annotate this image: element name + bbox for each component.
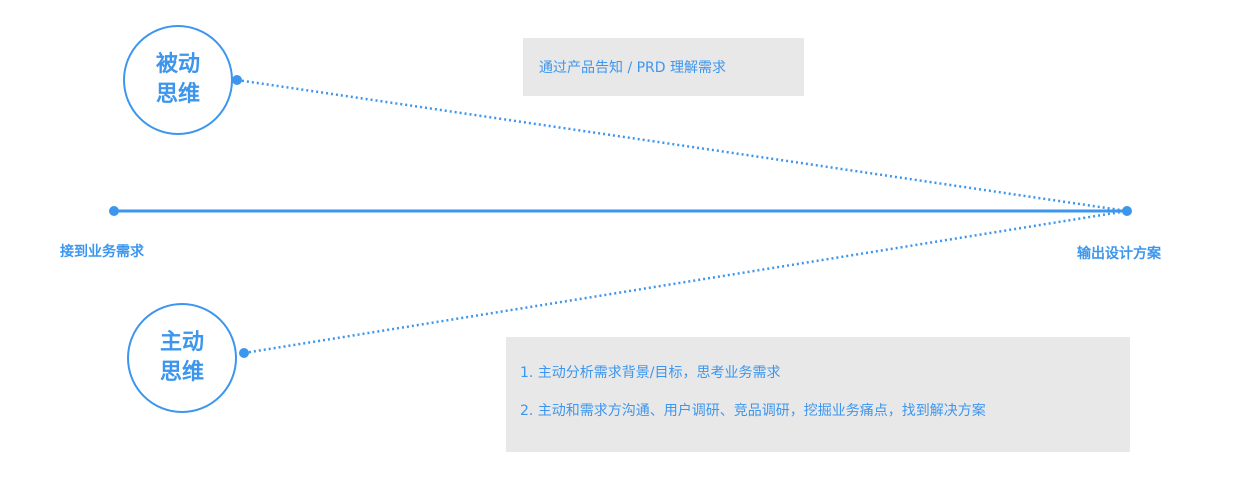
- timeline-end-dot: [1122, 206, 1132, 216]
- timeline-start-dot: [109, 206, 119, 216]
- active-note-item: 2. 主动和需求方沟通、用户调研、竞品调研，挖掘业务痛点，找到解决方案: [520, 403, 986, 419]
- passive-note-box: 通过产品告知 / PRD 理解需求: [523, 38, 804, 96]
- active-circle-label-1: 主动: [159, 330, 204, 355]
- passive-note-text: 通过产品告知 / PRD 理解需求: [539, 60, 727, 76]
- active-thinking-circle: 主动 思维: [127, 303, 237, 413]
- timeline-start-label: 接到业务需求: [60, 244, 144, 260]
- active-anchor-dot: [239, 348, 249, 358]
- active-circle-label-2: 思维: [159, 360, 204, 385]
- passive-anchor-dot: [232, 75, 242, 85]
- passive-circle-label-2: 思维: [155, 82, 200, 107]
- active-note-box: 1. 主动分析需求背景/目标，思考业务需求 2. 主动和需求方沟通、用户调研、竞…: [506, 337, 1130, 452]
- passive-circle-label-1: 被动: [155, 52, 200, 77]
- passive-dotted-path: [236, 78, 1128, 213]
- timeline-end-label: 输出设计方案: [1077, 246, 1161, 262]
- active-dotted-path: [243, 209, 1128, 355]
- active-note-item: 1. 主动分析需求背景/目标，思考业务需求: [520, 365, 781, 381]
- passive-thinking-circle: 被动 思维: [123, 25, 233, 135]
